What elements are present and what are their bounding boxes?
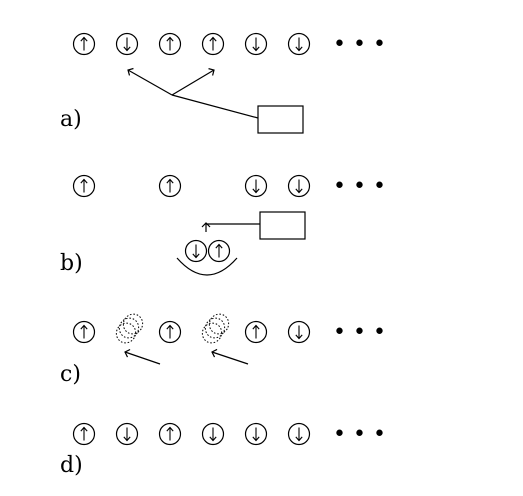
spin-up-icon bbox=[158, 422, 182, 446]
exchange-arrow-right bbox=[171, 68, 215, 96]
spin-down-icon bbox=[244, 174, 268, 198]
spin-row-a bbox=[72, 32, 311, 56]
spin-up-icon bbox=[201, 32, 225, 56]
spin-down-icon bbox=[287, 320, 311, 344]
spin-row-c bbox=[72, 313, 311, 344]
singlet-pair bbox=[184, 239, 231, 263]
spin-down-icon bbox=[287, 174, 311, 198]
ellipsis-b: • • • bbox=[333, 174, 386, 199]
spin-row-d bbox=[72, 422, 311, 446]
operator-box-b bbox=[259, 211, 306, 240]
spin-up-icon bbox=[72, 320, 96, 344]
panel-c: • • • c) bbox=[60, 313, 386, 387]
spin-up-icon bbox=[207, 239, 231, 263]
return-arrow-left bbox=[124, 348, 161, 365]
spin-down-icon bbox=[115, 32, 139, 56]
ellipsis-d: • • • bbox=[333, 422, 386, 447]
panel-label-d: d) bbox=[60, 453, 83, 478]
panel-label-c: c) bbox=[60, 362, 81, 387]
spin-down-icon bbox=[287, 32, 311, 56]
panel-d: • • • d) bbox=[60, 422, 386, 478]
spin-down-icon bbox=[115, 422, 139, 446]
ellipsis-a: • • • bbox=[333, 32, 386, 57]
spin-up-icon bbox=[158, 320, 182, 344]
singlet-bracket bbox=[176, 257, 238, 276]
spin-down-icon bbox=[244, 32, 268, 56]
vacancy-ghost-icon bbox=[115, 313, 144, 344]
spin-up-icon bbox=[72, 32, 96, 56]
spin-down-icon bbox=[184, 239, 208, 263]
ellipsis-c: • • • bbox=[333, 320, 386, 345]
spin-up-icon bbox=[158, 174, 182, 198]
operator-box-a bbox=[257, 105, 304, 134]
panel-label-b: b) bbox=[60, 251, 83, 276]
vacancy-ghost-icon bbox=[201, 313, 230, 344]
panel-label-a: a) bbox=[60, 107, 82, 132]
spin-down-icon bbox=[201, 422, 225, 446]
spin-row-b bbox=[72, 174, 311, 198]
spin-up-icon bbox=[72, 422, 96, 446]
spin-down-icon bbox=[287, 422, 311, 446]
spin-up-icon bbox=[244, 320, 268, 344]
panel-a: • • • a) bbox=[60, 32, 386, 134]
spin-up-icon bbox=[72, 174, 96, 198]
panel-b: • • • b) bbox=[60, 174, 386, 276]
exchange-connector bbox=[171, 94, 259, 119]
return-arrow-right bbox=[211, 348, 249, 365]
exchange-arrow-left bbox=[127, 67, 173, 96]
spin-up-icon bbox=[158, 32, 182, 56]
spin-down-icon bbox=[244, 422, 268, 446]
